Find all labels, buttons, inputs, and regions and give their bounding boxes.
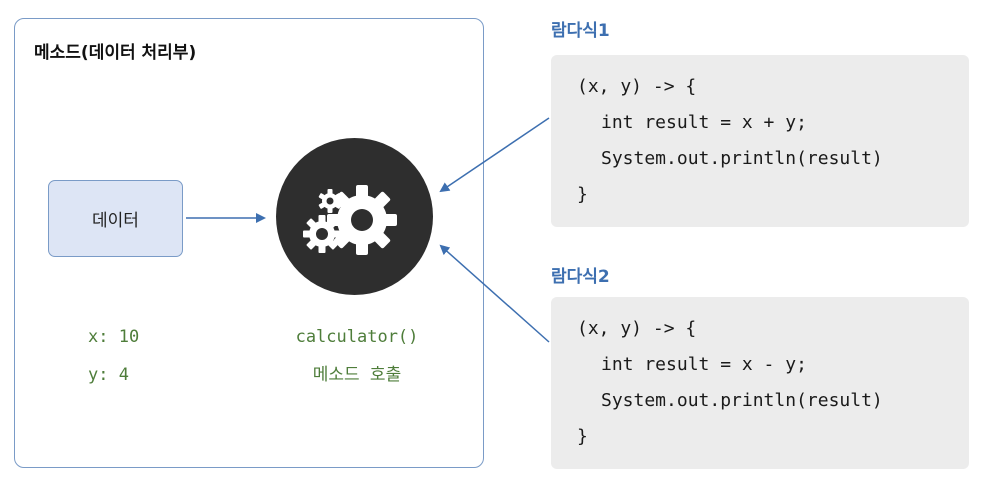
method-call-function: calculator() (295, 327, 419, 347)
code-line: int result = x + y; (601, 112, 807, 133)
lambda1-label: 람다식1 (551, 21, 610, 41)
code-line: System.out.println(result) (601, 148, 883, 169)
data-box-label: 데이터 (92, 211, 139, 231)
arrow-lambda2-to-method (439, 244, 550, 343)
code-line: System.out.println(result) (601, 390, 883, 411)
code-line: (x, y) -> { (577, 318, 697, 339)
gears-icon (276, 138, 433, 295)
method-box-title: 메소드(데이터 처리부) (34, 43, 197, 63)
code-line: } (577, 184, 588, 205)
variable-y: y: 4 (88, 365, 129, 385)
lambda1-code-box: (x, y) -> { int result = x + y; System.o… (551, 55, 969, 227)
variable-x: x: 10 (88, 327, 140, 347)
method-call-caption: 메소드 호출 (312, 365, 402, 385)
data-box: 데이터 (48, 180, 183, 257)
lambda2-label: 람다식2 (551, 267, 610, 287)
method-call-label: calculator() 메소드 호출 (262, 318, 452, 394)
code-line: int result = x - y; (601, 354, 807, 375)
variable-list: x: 10 y: 4 (88, 318, 139, 394)
arrow-lambda1-to-method (439, 117, 550, 193)
code-line: (x, y) -> { (577, 76, 697, 97)
lambda2-code-box: (x, y) -> { int result = x - y; System.o… (551, 297, 969, 469)
code-line: } (577, 426, 588, 447)
